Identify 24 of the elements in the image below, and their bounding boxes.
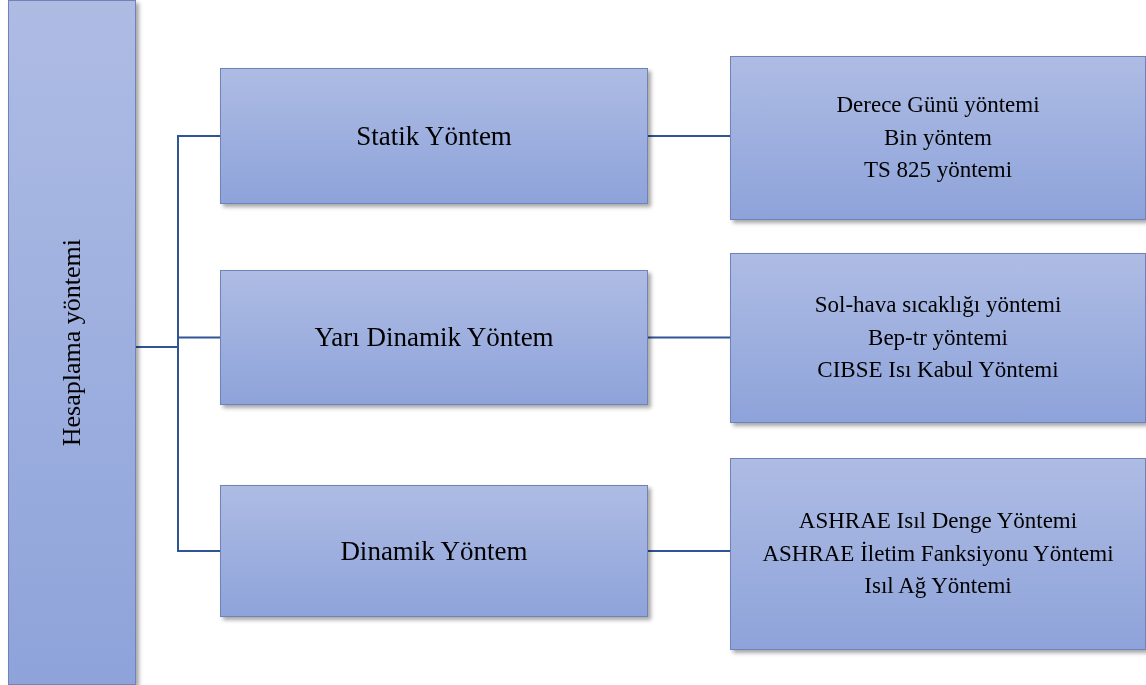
connector-line [135,346,221,552]
method-list-box [730,253,1146,423]
method-box [220,270,648,405]
method-list-box [730,458,1146,650]
method-item: Isıl Ağ Yöntemi [864,573,1012,600]
method-item: Sol-hava sıcaklığı yöntemi [814,292,1062,319]
connector-line [647,135,731,137]
method-item: Bin yöntem [884,124,992,152]
connector-line [647,550,731,552]
method-item: ASHRAE İletim Fanksiyonu Yöntemi [762,540,1114,568]
method-box [220,68,648,204]
box-title: Hesaplama yöntemi [57,238,87,447]
method-item: ASHRAE Isıl Denge Yöntemi [798,508,1078,535]
method-item: Bep-tr yöntemi [868,324,1008,352]
method-item: TS 825 yöntemi [863,157,1013,184]
root-box [8,0,136,685]
box-title: Dinamik Yöntem [340,535,528,567]
method-list-box [730,56,1146,220]
method-box [220,485,648,617]
method-item: CIBSE Isı Kabul Yöntemi [817,357,1059,384]
connector-line [647,336,731,339]
method-item: Derece Günü yöntemi [836,92,1040,119]
box-title: Yarı Dinamik Yöntem [314,322,554,353]
box-title: Statik Yöntem [356,120,512,152]
